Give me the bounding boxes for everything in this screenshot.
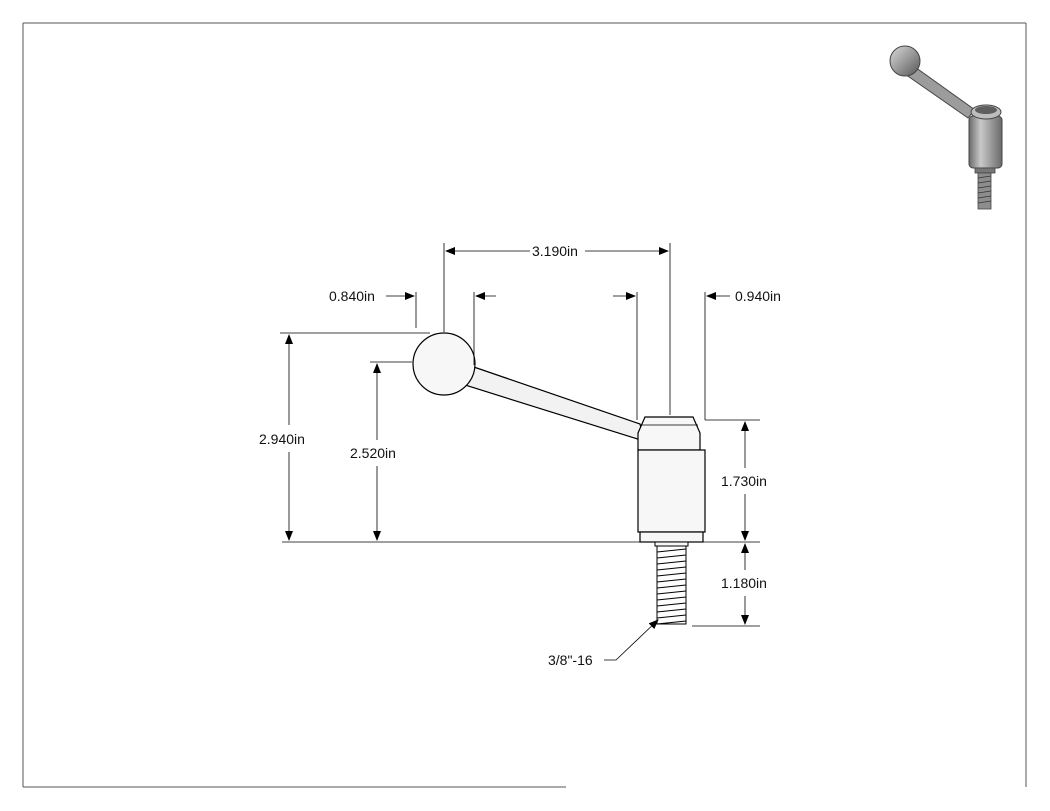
dim-ball-to-hub: 3.190in bbox=[532, 243, 578, 259]
dim-thread-length: 1.180in bbox=[721, 575, 767, 591]
hub-body bbox=[637, 449, 706, 533]
lever-arm bbox=[464, 364, 645, 442]
sheet-border bbox=[22, 22, 1027, 788]
hub-top bbox=[637, 416, 701, 451]
dim-hub-height: 1.730in bbox=[721, 473, 767, 489]
dimension-labels: 3.190in 0.840in 0.940in 2.940in 2.520in … bbox=[259, 243, 781, 668]
dim-thread-spec: 3/8"-16 bbox=[548, 652, 593, 668]
threaded-stud bbox=[654, 541, 689, 625]
dim-hub-diameter: 0.940in bbox=[735, 288, 781, 304]
ball-knob bbox=[412, 332, 476, 396]
dimension-lines bbox=[285, 247, 749, 661]
extension-lines bbox=[280, 243, 760, 627]
dim-ball-diameter: 0.840in bbox=[329, 288, 375, 304]
thumbnail-ball bbox=[889, 45, 921, 77]
thumbnail-hub bbox=[968, 115, 1003, 169]
dim-ball-center-height: 2.520in bbox=[350, 445, 396, 461]
dim-overall-height: 2.940in bbox=[259, 431, 305, 447]
hub-base bbox=[639, 531, 704, 543]
handle-part bbox=[412, 332, 706, 625]
isometric-thumbnail bbox=[889, 45, 1003, 210]
